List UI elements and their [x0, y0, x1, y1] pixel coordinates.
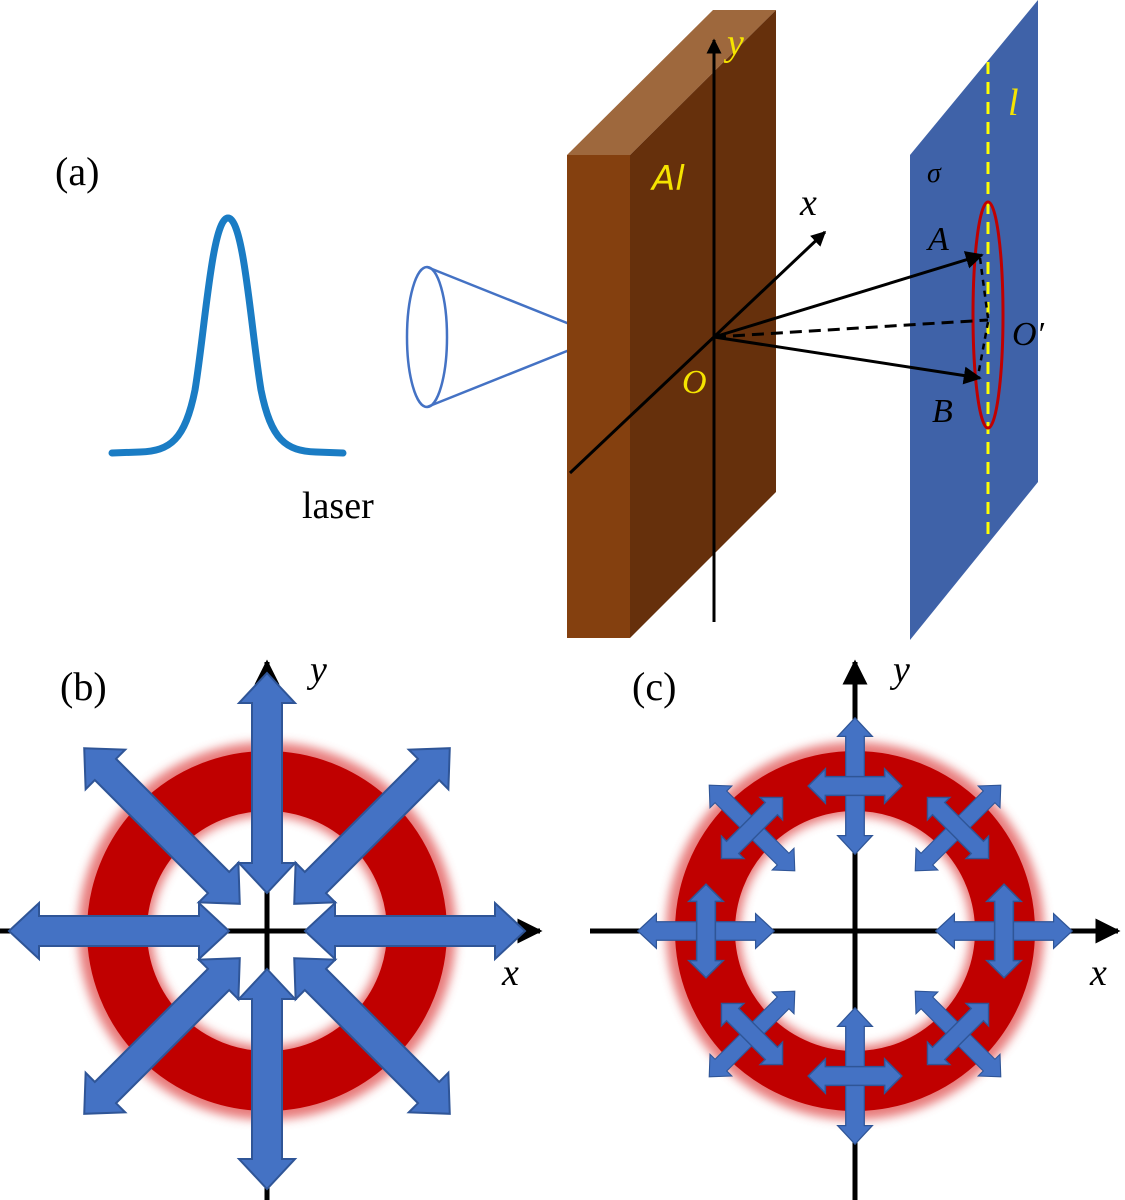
line-l-label: l: [1008, 82, 1019, 124]
y-axis-label: y: [723, 22, 744, 64]
panel-c: (c) x y: [590, 649, 1121, 1200]
panel-c-label: (c): [632, 664, 676, 709]
origin-label: O: [682, 364, 707, 401]
c-y-axis-label: y: [889, 649, 910, 691]
x-axis-label: x: [799, 182, 817, 224]
x-axis: [568, 230, 827, 475]
emission-rays: [713, 251, 990, 385]
c-x-axis-label: x: [1089, 952, 1107, 994]
cross-arrow: [807, 717, 903, 855]
cross-arrow: [637, 883, 775, 979]
laser-label: laser: [302, 485, 374, 527]
panel-b: (b) x y: [0, 649, 543, 1200]
laser-pulse-curve: [108, 214, 347, 457]
point-b-label: B: [932, 393, 953, 430]
ring-on-screen: [971, 200, 1005, 430]
panel-a-label: (a): [55, 149, 99, 194]
b-x-axis-label: x: [501, 952, 519, 994]
panel-a: (a) laser Al y x O l σ: [55, 0, 1045, 640]
screen-angle-label: σ: [927, 158, 942, 189]
cross-arrow: [807, 1007, 903, 1145]
aluminum-target-slab: [567, 10, 776, 638]
target-label: Al: [650, 159, 685, 199]
b-y-axis-label: y: [306, 649, 327, 691]
panel-b-label: (b): [60, 664, 107, 709]
point-a-label: A: [926, 221, 949, 258]
screen-origin-label: O′: [1012, 316, 1045, 353]
cross-arrow: [935, 883, 1073, 979]
